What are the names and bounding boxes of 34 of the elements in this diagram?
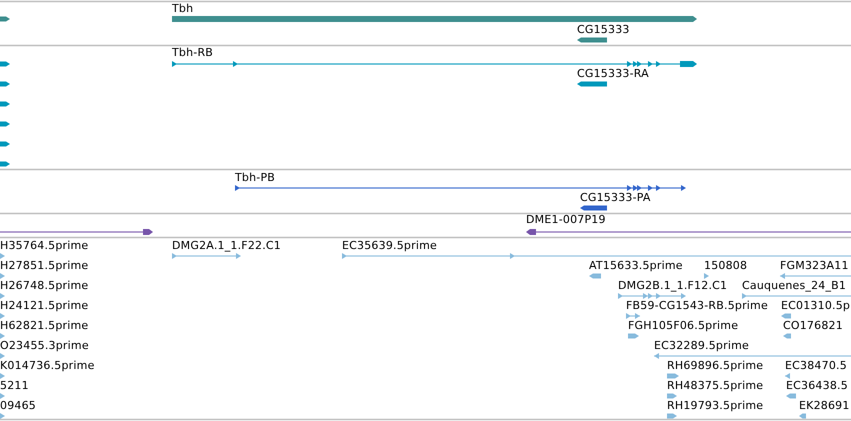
feature-label: K014736.5prime	[0, 359, 95, 372]
feature-label: EC32289.5prime	[654, 339, 749, 352]
feature-label: Cauquenes_24_B1	[742, 279, 846, 292]
feature-label: H27851.5prime	[0, 259, 88, 272]
feature-label: H26748.5prime	[0, 279, 88, 292]
feature-label: EK28691	[799, 399, 850, 412]
feature-label: EC36438.5	[786, 379, 848, 392]
feature-label: CO176821	[783, 319, 843, 332]
feature-label: FB59-CG1543-RB.5prime	[626, 299, 768, 312]
feature-label: DMG2B.1_1.F12.C1	[618, 279, 728, 292]
feature-label: RH48375.5prime	[667, 379, 764, 392]
feature-label: H35764.5prime	[0, 239, 88, 252]
feature-label: 5211	[0, 379, 29, 392]
feature-label: DME1-007P19	[526, 213, 606, 226]
feature-label: EC35639.5prime	[342, 239, 437, 252]
feature-label: AT15633.5prime	[589, 259, 683, 272]
feature-label: RH19793.5prime	[667, 399, 764, 412]
feature-label: RH69896.5prime	[667, 359, 764, 372]
feature-label: CG15333	[577, 23, 630, 36]
feature-label: H62821.5prime	[0, 319, 88, 332]
feature-label: FGM323A11	[780, 259, 849, 272]
feature-label: H24121.5prime	[0, 299, 88, 312]
feature-label: CG15333-PA	[580, 191, 651, 204]
feature-label: DMG2A.1_1.F22.C1	[172, 239, 282, 252]
feature-label: O23455.3prime	[0, 339, 89, 352]
feature-label: FGH105F06.5prime	[628, 319, 738, 332]
feature-label: CG15333-RA	[577, 67, 649, 80]
feature-label: Tbh-RB	[172, 46, 214, 59]
feature-label: Tbh-PB	[235, 171, 276, 184]
feature-label: 150808	[704, 259, 748, 272]
feature-label: 09465	[0, 399, 36, 412]
feature-label: Tbh	[172, 2, 194, 15]
feature-label: EC38470.5	[785, 359, 847, 372]
feature-label: EC01310.5p	[781, 299, 850, 312]
